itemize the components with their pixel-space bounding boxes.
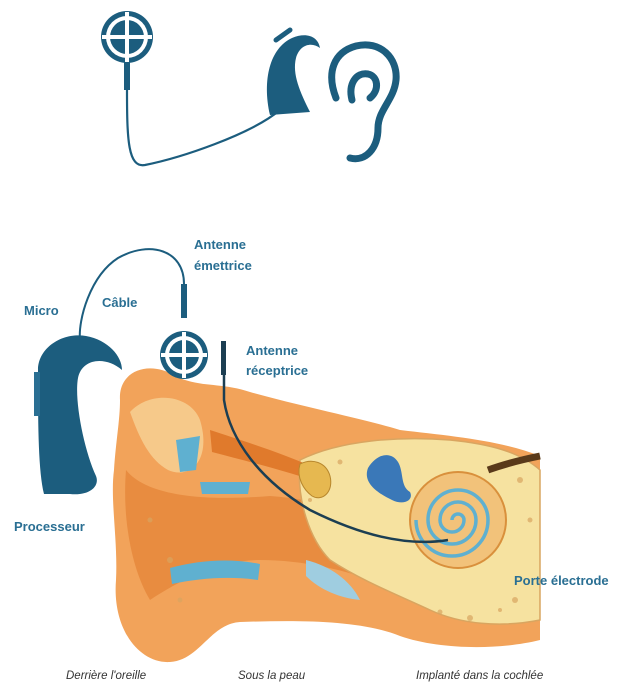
label-antenne-receptrice-2: réceptrice bbox=[246, 362, 308, 379]
label-antenne-receptrice-1: Antenne bbox=[246, 342, 298, 359]
caption-sous-la-peau: Sous la peau bbox=[238, 670, 305, 682]
receiver-antenna-implant bbox=[221, 341, 226, 375]
label-processeur: Processeur bbox=[14, 518, 85, 535]
caption-derriere-oreille: Derrière l'oreille bbox=[66, 670, 146, 682]
label-porte-electrode: Porte électrode bbox=[514, 572, 609, 589]
label-cable: Câble bbox=[102, 294, 137, 311]
label-micro: Micro bbox=[24, 302, 59, 319]
label-antenne-emettrice-1: Antenne bbox=[194, 236, 246, 253]
cochlea bbox=[410, 472, 506, 568]
label-antenne-emettrice-2: émettrice bbox=[194, 257, 252, 274]
caption-implante-cochlee: Implanté dans la cochlée bbox=[416, 670, 543, 682]
processor-lower bbox=[34, 335, 122, 494]
transmitter-coil-lower bbox=[160, 331, 208, 379]
